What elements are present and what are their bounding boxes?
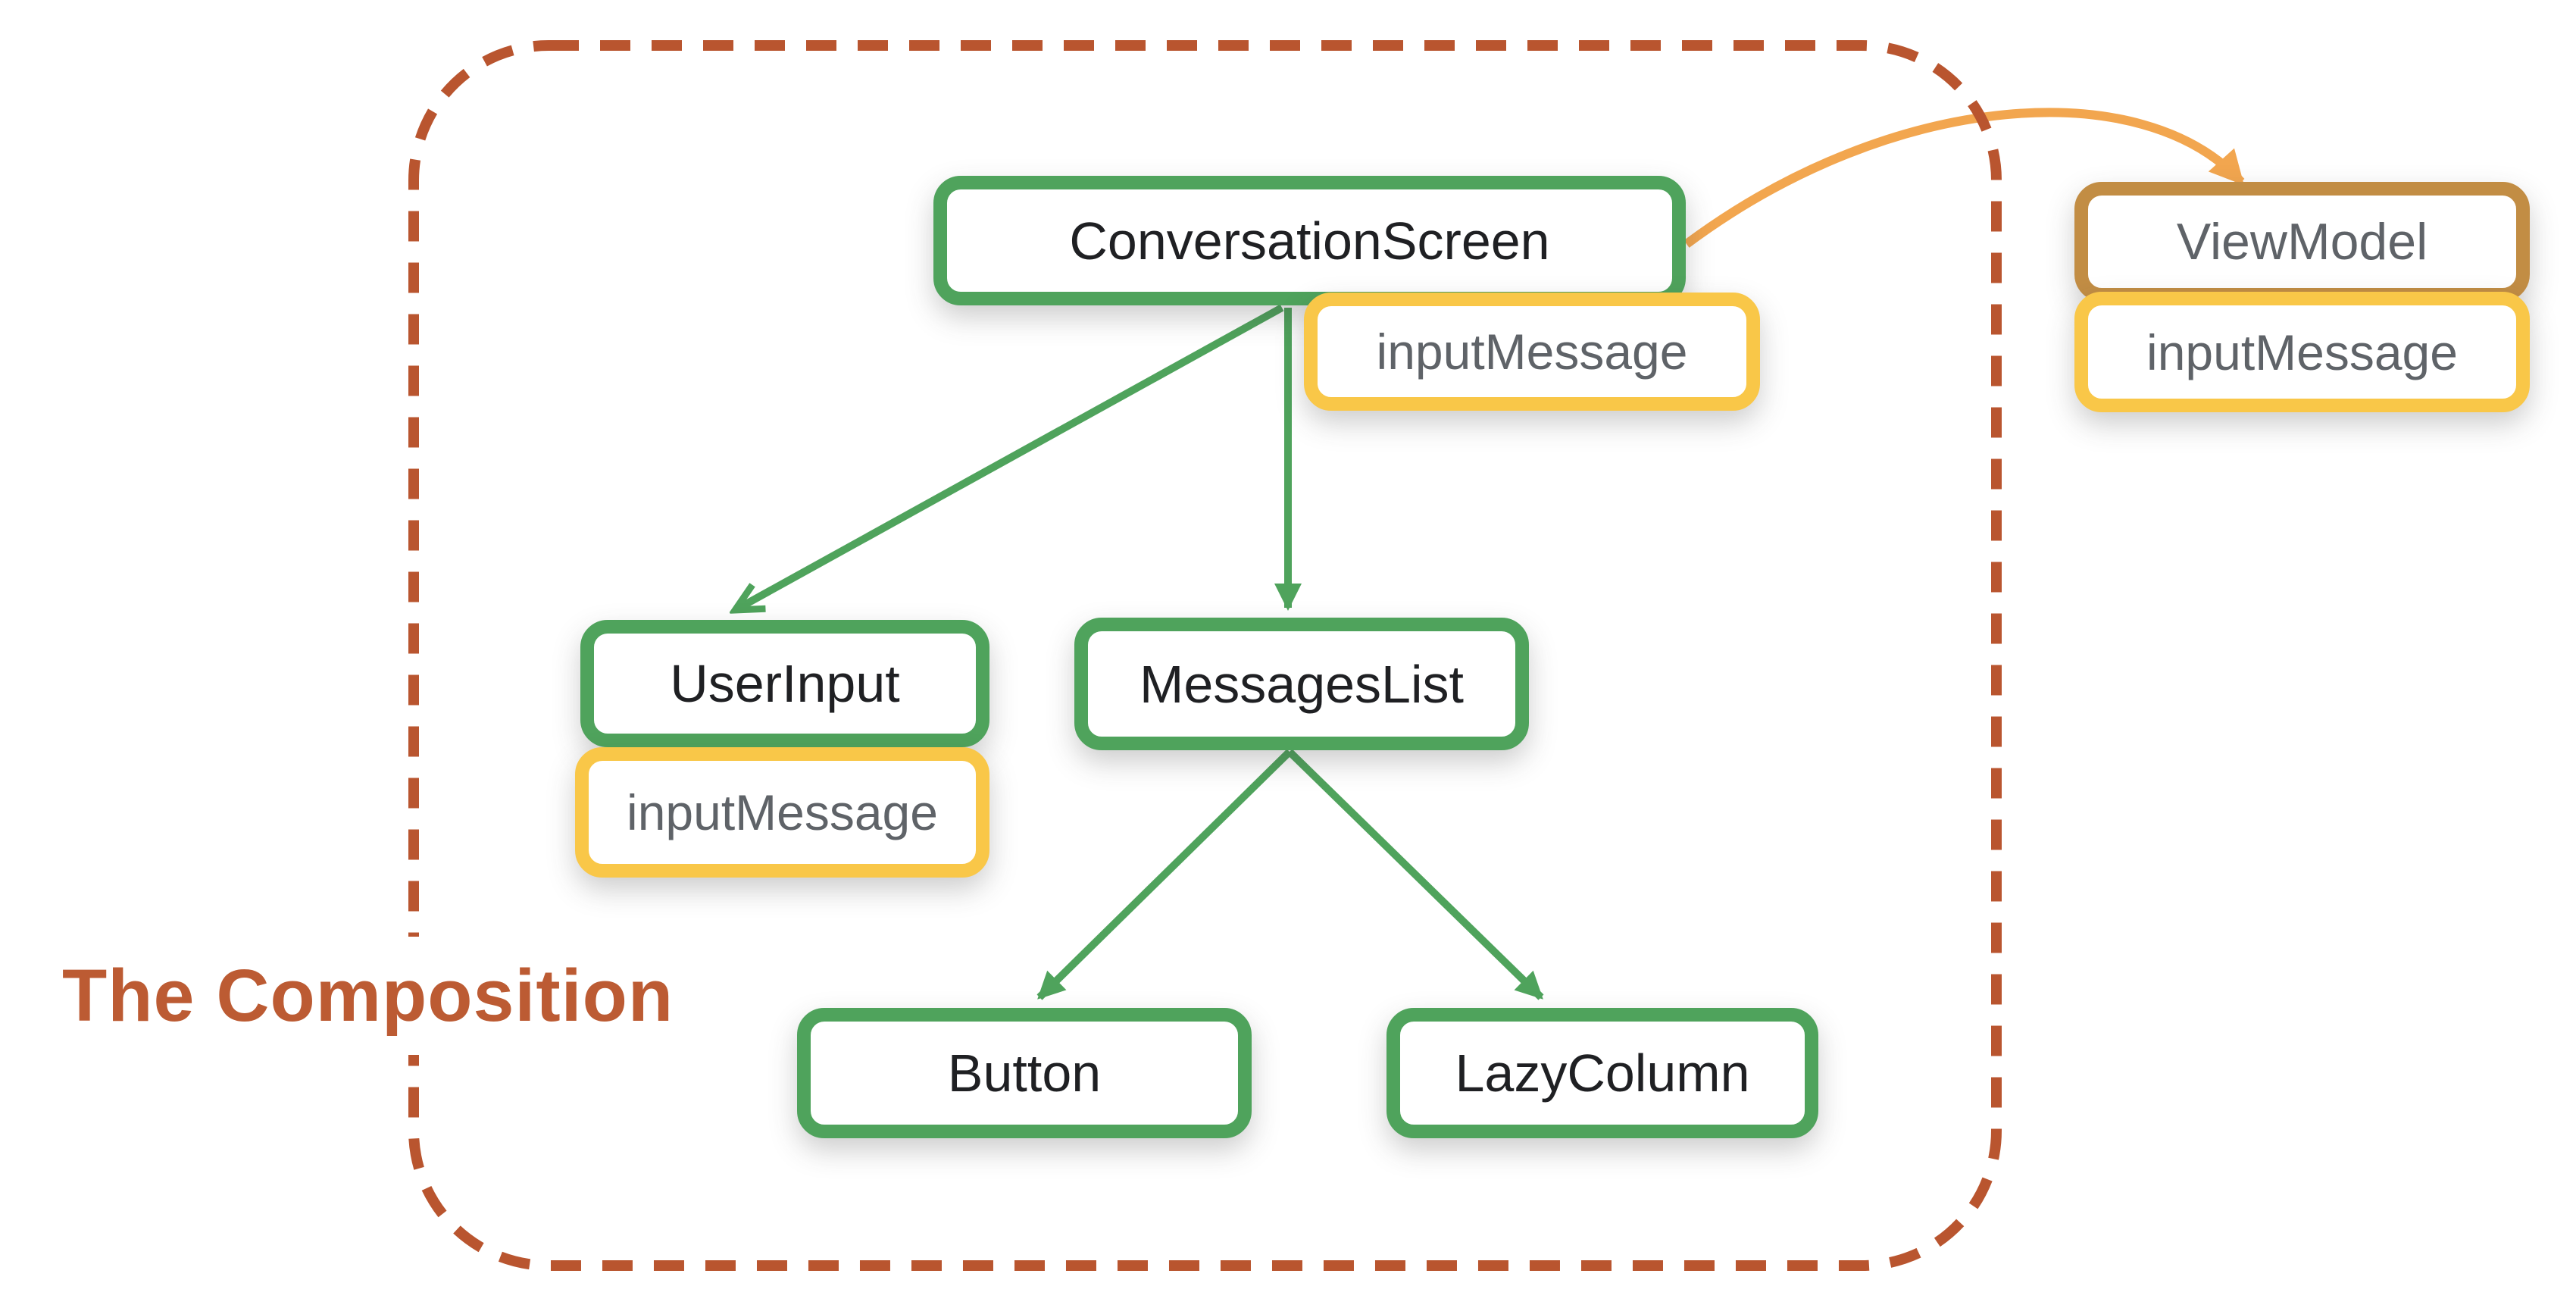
edge-conversationscreen-viewmodel — [1683, 108, 2245, 248]
node-button-label: Button — [947, 1044, 1102, 1103]
node-messages-list-label: MessagesList — [1140, 654, 1464, 714]
node-lazy-column: LazyColumn — [1386, 1008, 1818, 1138]
edge-conversationscreen-userinput — [736, 304, 1284, 609]
edge-messageslist-lazycolumn — [1286, 749, 1544, 1000]
node-user-input-state-input-message: inputMessage — [575, 747, 989, 878]
node-conversation-screen: ConversationScreen — [933, 176, 1686, 305]
state-label: inputMessage — [2146, 324, 2458, 380]
node-conversation-screen-label: ConversationScreen — [1069, 211, 1550, 271]
node-lazy-column-label: LazyColumn — [1455, 1044, 1750, 1103]
state-label: inputMessage — [627, 784, 938, 840]
node-user-input: UserInput — [580, 620, 989, 747]
state-label: inputMessage — [1376, 324, 1688, 380]
edge-messageslist-button — [1036, 749, 1293, 1000]
composition-title: The Composition — [41, 937, 696, 1055]
node-view-model: ViewModel — [2074, 182, 2530, 302]
node-conversation-screen-state-input-message: inputMessage — [1304, 293, 1760, 411]
node-messages-list: MessagesList — [1074, 618, 1529, 750]
node-button: Button — [797, 1008, 1252, 1138]
node-user-input-label: UserInput — [670, 654, 900, 713]
node-view-model-label: ViewModel — [2176, 213, 2428, 271]
node-view-model-state-input-message: inputMessage — [2074, 292, 2530, 412]
